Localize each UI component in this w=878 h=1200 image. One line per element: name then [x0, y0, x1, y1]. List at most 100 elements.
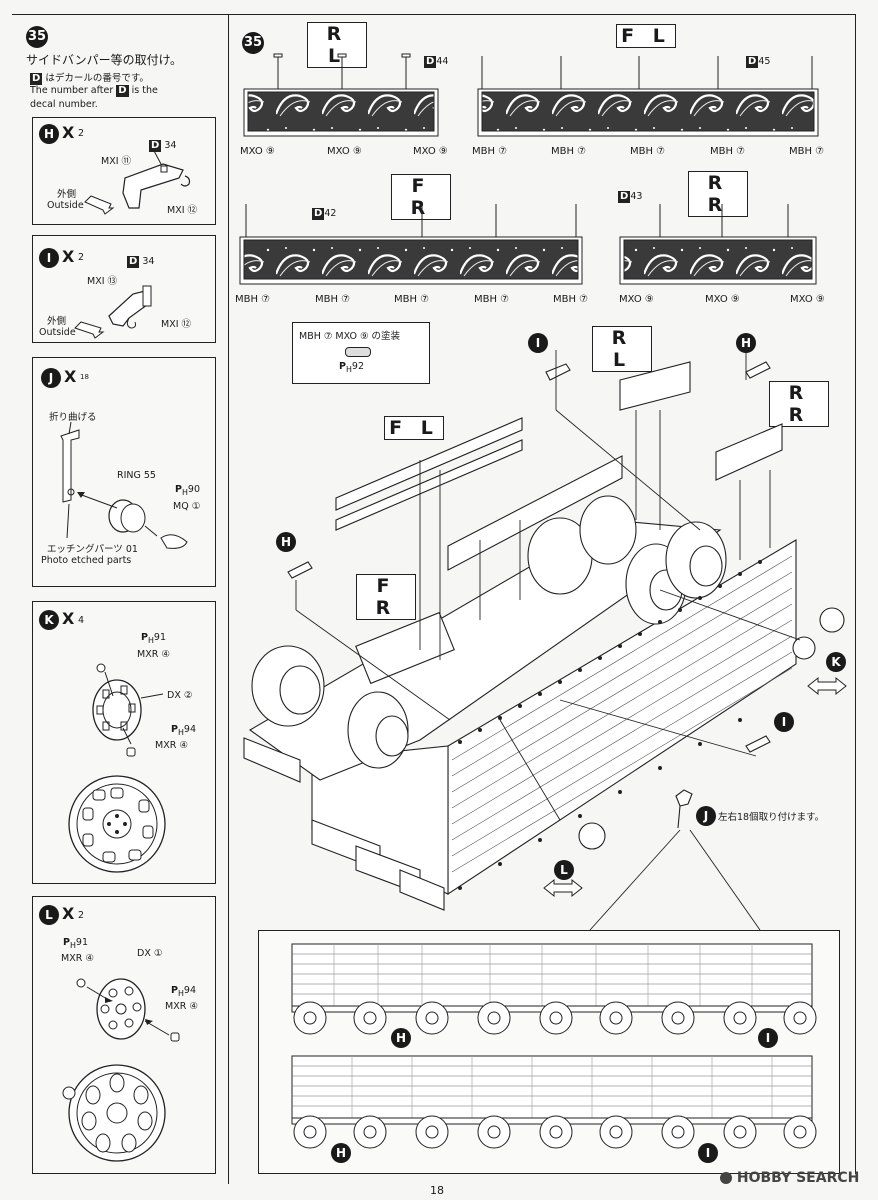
- panel-j-ring: RING 55: [117, 470, 156, 481]
- panel-h-count: 2: [78, 128, 85, 139]
- fr-part-2: MBH ⑦: [315, 294, 351, 305]
- panel-j: J X 18 折り曲げる RING 55 PH90 MQ ① エッチングパーツ …: [32, 357, 216, 587]
- decal-note-en-1: The number after: [30, 85, 114, 96]
- panel-h: H X 2 D 34 MXI ⑪ MXI ⑫ 外側 Outside: [32, 117, 216, 225]
- panel-l-letter: L: [39, 905, 59, 925]
- panel-l-count: 2: [78, 910, 85, 921]
- panel-h-outside-en: Outside: [47, 200, 84, 211]
- fr-part-4: MBH ⑦: [474, 294, 510, 305]
- panel-k-count: 4: [78, 615, 85, 626]
- assembly-fl-label: F L: [384, 416, 444, 440]
- panel-j-letter: J: [41, 368, 61, 388]
- decal-note-jp: D はデカールの番号です。: [30, 70, 149, 85]
- panel-j-count: 18: [80, 373, 89, 381]
- rr-part-2: MXO ⑨: [705, 294, 740, 305]
- reflector-j-illustration: [60, 421, 188, 549]
- panel-l-ph1: PH91: [63, 937, 89, 950]
- decal-note-en-3: decal number.: [30, 99, 98, 110]
- truck-assembly-illustration: [243, 350, 847, 931]
- fl-part-4: MBH ⑦: [710, 146, 746, 157]
- bracket-h-illustration: [84, 148, 191, 215]
- panel-i-times: X: [62, 247, 75, 266]
- panel-k-ph2: PH94: [171, 724, 197, 737]
- panel-h-part1: MXI ⑪: [101, 156, 132, 167]
- right-rule: [855, 14, 856, 1174]
- side-view-i-bottom: I: [698, 1143, 718, 1163]
- panel-i-count: 2: [78, 252, 85, 263]
- bumper-fl-label: F L: [616, 24, 676, 48]
- panel-i: I X 2 D 34 MXI ⑬ MXI ⑫ 外側 Outside: [32, 235, 216, 343]
- panel-h-part2: MXI ⑫: [167, 205, 198, 216]
- page-number: 18: [430, 1184, 444, 1197]
- panel-k-dx: DX ②: [167, 690, 193, 701]
- bumper-panels-illustration: [239, 53, 819, 285]
- fl-part-5: MBH ⑦: [789, 146, 825, 157]
- panel-h-outside-jp: 外側: [57, 189, 77, 200]
- top-rule: [12, 14, 855, 15]
- assembly-rl-label: R L: [592, 326, 652, 372]
- decal-badge: D: [30, 73, 43, 85]
- rr-part-1: MXO ⑨: [619, 294, 654, 305]
- panel-i-letter: I: [39, 248, 59, 268]
- fr-part-3: MBH ⑦: [394, 294, 430, 305]
- panel-k-times: X: [62, 609, 75, 628]
- panel-i-outside-en: Outside: [39, 327, 76, 338]
- panel-l-ph2: PH94: [171, 985, 197, 998]
- bracket-i-illustration: [74, 285, 152, 339]
- panel-j-etch-jp: エッチングパーツ 01: [47, 544, 138, 555]
- panel-k-ph1: PH91: [141, 632, 167, 645]
- panel-j-etch-en: Photo etched parts: [41, 555, 132, 566]
- step-number-badge: 35: [26, 26, 48, 48]
- panel-j-fold: 折り曲げる: [49, 412, 97, 423]
- side-view-h-bottom: H: [331, 1143, 351, 1163]
- panel-i-outside-jp: 外側: [47, 316, 67, 327]
- panel-k-mxr2: MXR ④: [155, 740, 188, 751]
- panel-l-mxr1: MXR ④: [61, 953, 94, 964]
- decal-note-en-2: is the: [131, 85, 158, 96]
- assembly-rr-label: R R: [769, 381, 829, 427]
- panel-k-letter: K: [39, 610, 59, 630]
- paint-note-box: MBH ⑦ MXO ⑨ の塗装 PH92: [292, 322, 430, 384]
- assembly-h-left: H: [276, 532, 296, 552]
- fr-part-5: MBH ⑦: [553, 294, 589, 305]
- fl-part-1: MBH ⑦: [472, 146, 508, 157]
- side-view-h-top: H: [391, 1028, 411, 1048]
- rl-part-2: MXO ⑨: [327, 146, 362, 157]
- watermark-text: HOBBY SEARCH: [736, 1170, 860, 1186]
- wheel-l-illustration: [62, 978, 180, 1162]
- panel-k-mxr1: MXR ④: [137, 649, 170, 660]
- assembly-h-top: H: [736, 333, 756, 353]
- rl-part-1: MXO ⑨: [240, 146, 275, 157]
- paint-note-text: MBH ⑦ MXO ⑨ の塗装: [299, 331, 401, 342]
- panel-l-times: X: [62, 904, 75, 923]
- panel-j-times: X: [64, 367, 77, 386]
- assembly-j-note: 左右18個取り付けます。: [718, 812, 825, 823]
- assembly-i-right: I: [774, 712, 794, 732]
- decal-badge-2: D: [116, 85, 129, 97]
- panel-l: L X 2 PH91 MXR ④ DX ① PH94 MXR ④: [32, 896, 216, 1174]
- fl-part-2: MBH ⑦: [551, 146, 587, 157]
- assembly-i-top: I: [528, 333, 548, 353]
- panel-i-part1: MXI ⑬: [87, 276, 118, 287]
- rr-part-3: MXO ⑨: [790, 294, 825, 305]
- left-column-frame: [12, 14, 229, 1184]
- assembly-fr-label: F R: [356, 574, 416, 620]
- fr-part-1: MBH ⑦: [235, 294, 271, 305]
- rl-part-3: MXO ⑨: [413, 146, 448, 157]
- watermark-icon: [720, 1172, 732, 1184]
- watermark: HOBBY SEARCH: [720, 1170, 859, 1186]
- panel-j-ph: PH90: [175, 484, 201, 497]
- paint-swatch: [345, 347, 371, 357]
- bumper-rl-label: R L: [307, 22, 367, 68]
- panel-h-decal: D 34: [149, 140, 177, 152]
- panel-i-part2: MXI ⑫: [161, 319, 192, 330]
- panel-i-decal: D 34: [127, 256, 155, 268]
- assembly-l: L: [554, 860, 574, 880]
- paint-note-ph: PH92: [339, 361, 365, 374]
- step-title: サイドバンパー等の取付け。: [26, 53, 183, 67]
- decal-note-en: The number after D is the: [30, 85, 158, 97]
- wheel-k-illustration: [68, 663, 166, 873]
